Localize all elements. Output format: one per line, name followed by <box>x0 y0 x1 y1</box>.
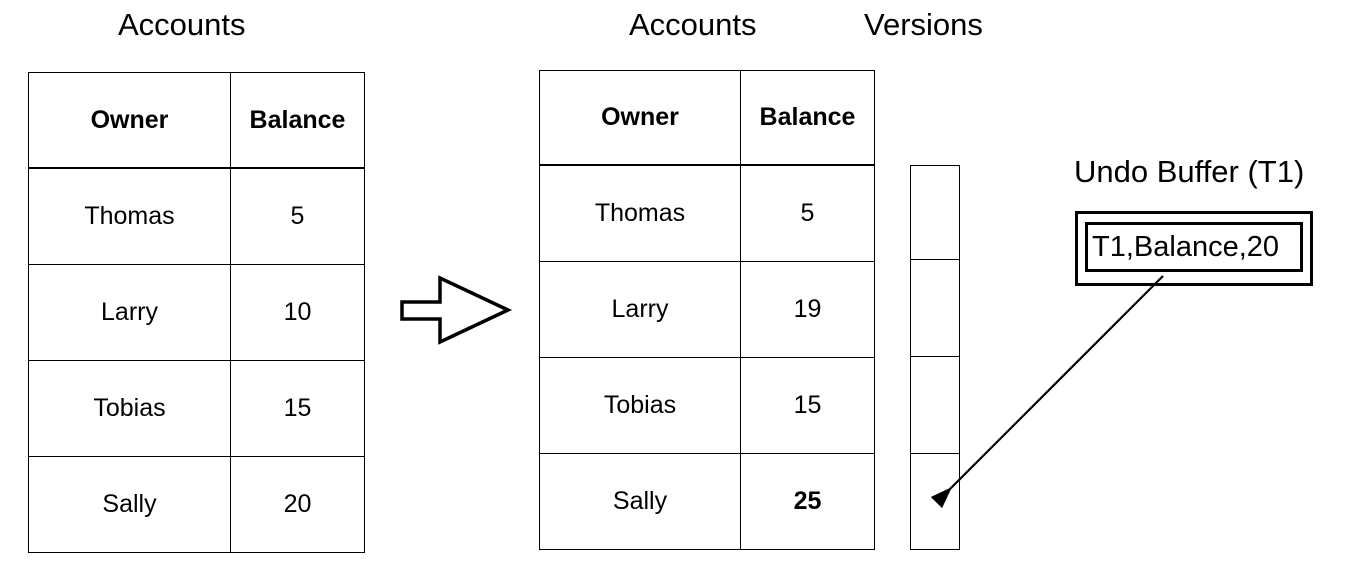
accounts-table-before: Owner Balance Thomas 5 Larry 10 Tobias 1… <box>28 72 365 553</box>
versions-cell-2 <box>910 259 960 357</box>
column-header-owner: Owner <box>28 72 231 169</box>
versions-row <box>910 165 960 260</box>
table-row: Sally 25 <box>539 453 875 550</box>
table-row: Tobias 15 <box>28 360 365 457</box>
column-header-balance: Balance <box>740 70 875 166</box>
cell-balance: 25 <box>740 453 875 550</box>
column-header-owner: Owner <box>539 70 741 166</box>
cell-owner: Thomas <box>28 167 231 265</box>
table-row: Larry 19 <box>539 261 875 358</box>
cell-balance: 20 <box>230 456 365 553</box>
versions-title: Versions <box>864 7 983 42</box>
cell-owner: Thomas <box>539 164 741 262</box>
undo-buffer-title: Undo Buffer (T1) <box>1074 154 1305 189</box>
cell-owner: Larry <box>539 261 741 358</box>
cell-owner: Sally <box>539 453 741 550</box>
left-table-title: Accounts <box>118 7 246 42</box>
versions-row <box>910 453 960 550</box>
cell-balance: 5 <box>740 164 875 262</box>
cell-owner: Tobias <box>28 360 231 457</box>
table-row: Larry 10 <box>28 264 365 361</box>
right-table-title: Accounts <box>629 7 757 42</box>
versions-row <box>910 356 960 454</box>
column-header-balance: Balance <box>230 72 365 169</box>
cell-balance: 19 <box>740 261 875 358</box>
cell-owner: Tobias <box>539 357 741 454</box>
undo-to-version-arrow-icon <box>930 275 1164 509</box>
cell-balance: 10 <box>230 264 365 361</box>
undo-buffer-entry: T1,Balance,20 <box>1085 222 1303 272</box>
versions-row <box>910 259 960 357</box>
cell-owner: Sally <box>28 456 231 553</box>
versions-cell-1 <box>910 165 960 260</box>
versions-cell-3 <box>910 356 960 454</box>
table-header-row: Owner Balance <box>28 72 365 169</box>
cell-balance: 15 <box>230 360 365 457</box>
accounts-table-after: Owner Balance Thomas 5 Larry 19 Tobias 1… <box>539 70 875 550</box>
cell-balance: 5 <box>230 167 365 265</box>
table-row: Thomas 5 <box>28 167 365 265</box>
table-header-row: Owner Balance <box>539 70 875 166</box>
block-arrow-right-icon <box>400 275 513 345</box>
versions-column <box>910 165 960 550</box>
table-row: Tobias 15 <box>539 357 875 454</box>
table-row: Sally 20 <box>28 456 365 553</box>
cell-owner: Larry <box>28 264 231 361</box>
cell-balance: 15 <box>740 357 875 454</box>
table-row: Thomas 5 <box>539 164 875 262</box>
versions-cell-4 <box>910 453 960 550</box>
undo-buffer-entry-text: T1,Balance,20 <box>1092 230 1280 263</box>
